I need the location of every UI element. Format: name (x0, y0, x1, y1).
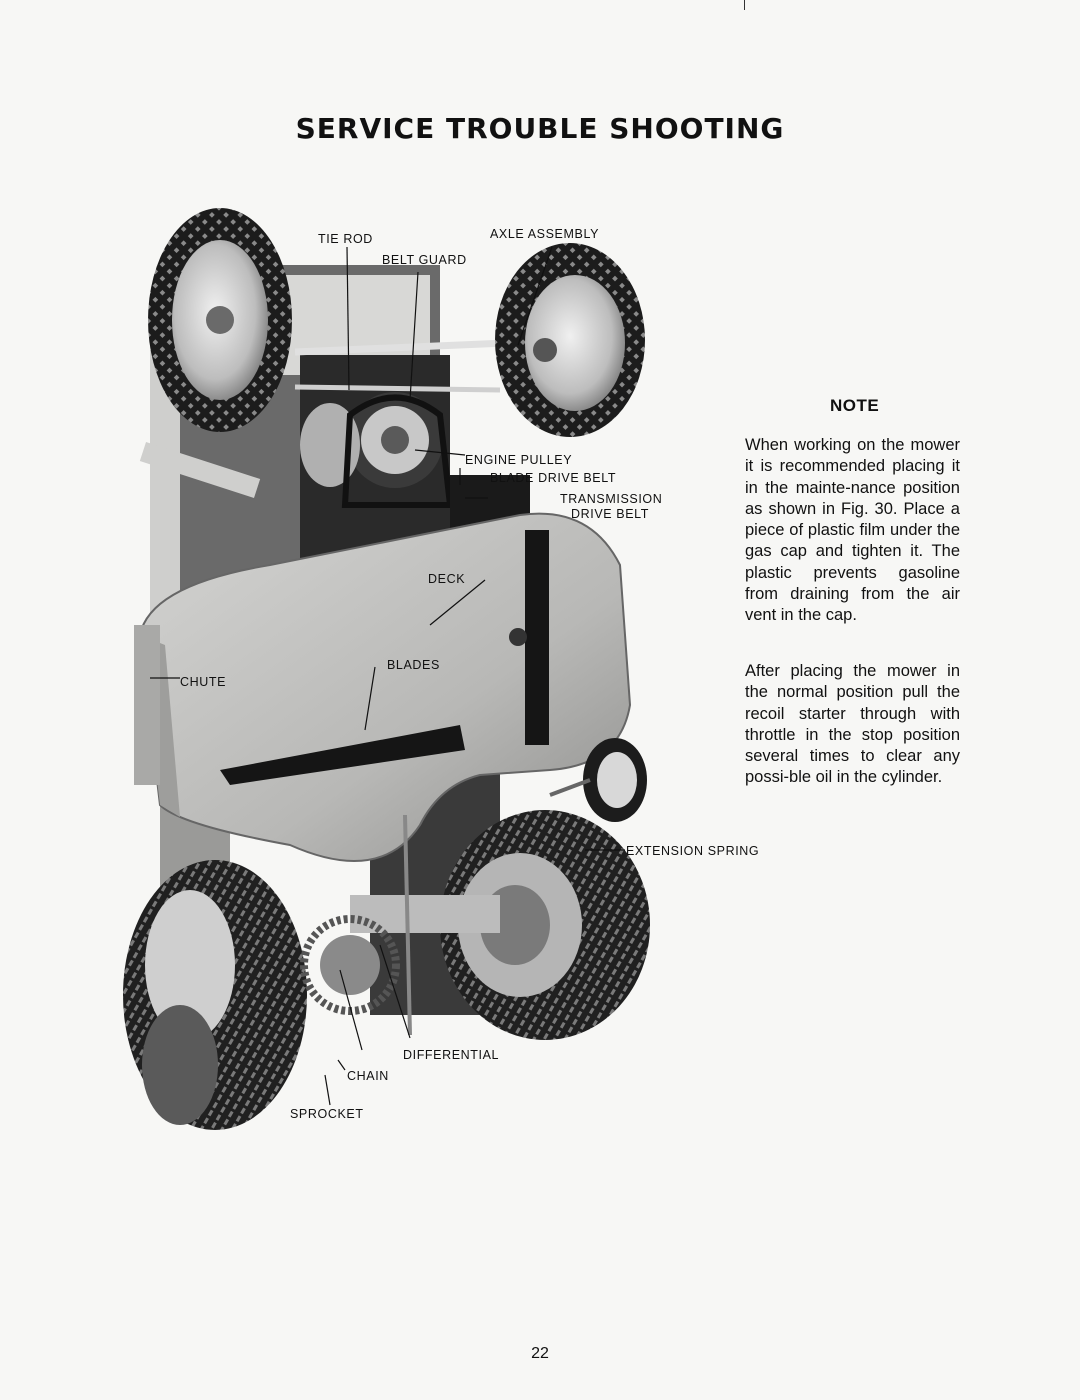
page-number: 22 (531, 1345, 549, 1362)
rear-right-tire (440, 810, 650, 1040)
tie-rod-linkage (139, 338, 531, 499)
label-transmission: TRANSMISSION (560, 492, 663, 506)
label-tie-rod: TIE ROD (318, 232, 373, 246)
label-drive-belt: DRIVE BELT (571, 507, 650, 521)
mower-figure: TIE ROD AXLE ASSEMBLY BELT GUARD ENGINE … (120, 205, 780, 1145)
discharge-chute (134, 625, 160, 785)
front-right-wheel (495, 243, 645, 437)
note-paragraph-2: After placing the mower in the normal po… (745, 662, 960, 787)
note-paragraph-1: When working on the mower it is recommen… (745, 436, 960, 625)
label-deck: DECK (428, 572, 466, 586)
mower-illustration (123, 208, 650, 1130)
margin-tick-mark (744, 0, 745, 10)
label-chain: CHAIN (347, 1069, 389, 1083)
label-blade-drive-belt: BLADE DRIVE BELT (490, 471, 617, 485)
label-sprocket: SPROCKET (290, 1107, 364, 1121)
label-engine-pulley: ENGINE PULLEY (465, 453, 573, 467)
note-heading: NOTE (830, 396, 880, 415)
front-left-wheel (148, 208, 292, 432)
engine-pulley (300, 392, 454, 508)
page-title: SERVICE TROUBLE SHOOTING (295, 112, 785, 145)
label-belt-guard: BELT GUARD (382, 253, 467, 267)
label-extension-spring: EXTENSION SPRING (626, 844, 760, 858)
label-blades: BLADES (387, 658, 440, 672)
caster-wheel (549, 738, 647, 822)
rear-left-tire (123, 860, 307, 1130)
label-axle-assembly: AXLE ASSEMBLY (490, 227, 600, 241)
leader-lines (150, 246, 625, 1106)
differential-assembly (300, 814, 500, 1036)
cutting-blades (220, 530, 549, 785)
label-chute: CHUTE (180, 675, 227, 689)
label-differential: DIFFERENTIAL (403, 1048, 500, 1062)
